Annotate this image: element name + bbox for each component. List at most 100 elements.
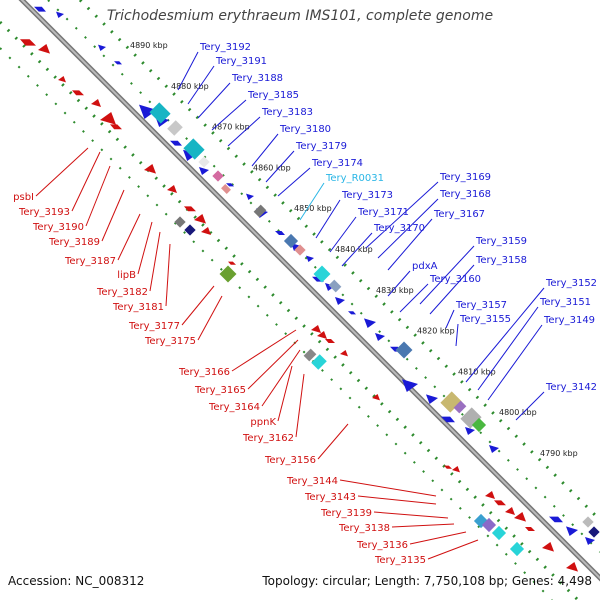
leader-line-tery-3162 bbox=[295, 373, 305, 438]
leader-line-tery-3193 bbox=[71, 151, 101, 212]
gene-label-tery-3192[interactable]: Tery_3192 bbox=[199, 42, 251, 53]
leader-line-tery-3191 bbox=[187, 65, 215, 105]
gene-label-tery-3180[interactable]: Tery_3180 bbox=[279, 124, 331, 135]
gene-label-tery-3139[interactable]: Tery_3139 bbox=[320, 508, 372, 519]
gene-label-tery-3151[interactable]: Tery_3151 bbox=[539, 297, 591, 308]
reverse-gene-glyph-13 bbox=[311, 325, 321, 333]
gene-label-tery-3173[interactable]: Tery_3173 bbox=[341, 190, 393, 201]
gene-label-tery-3136[interactable]: Tery_3136 bbox=[356, 540, 408, 551]
map-title: Trichodesmium erythraeum IMS101, complet… bbox=[106, 8, 494, 24]
leader-line-pdxa bbox=[387, 270, 411, 297]
feature-block-1 bbox=[167, 120, 183, 136]
gene-label-tery-3149[interactable]: Tery_3149 bbox=[543, 315, 595, 326]
gene-label-tery-3168[interactable]: Tery_3168 bbox=[439, 189, 491, 200]
leader-line-tery-3156 bbox=[317, 423, 349, 460]
genome-summary-text: Topology: circular; Length: 7,750,108 bp… bbox=[262, 574, 592, 588]
reverse-gene-glyph-2 bbox=[58, 76, 66, 83]
gene-label-tery-3185[interactable]: Tery_3185 bbox=[247, 90, 299, 101]
gene-label-tery-3167[interactable]: Tery_3167 bbox=[433, 209, 485, 220]
gene-label-tery-3143[interactable]: Tery_3143 bbox=[304, 492, 356, 503]
gene-label-tery-3182[interactable]: Tery_3182 bbox=[96, 287, 148, 298]
leader-line-tery-3175 bbox=[197, 295, 223, 341]
scale-mark-4830-kbp: 4830 kbp bbox=[376, 286, 414, 295]
reverse-gene-glyph-20 bbox=[485, 491, 495, 499]
feature-block-9 bbox=[313, 265, 331, 283]
leader-line-tery-3179 bbox=[265, 150, 295, 183]
gene-label-tery-3170[interactable]: Tery_3170 bbox=[373, 223, 425, 234]
forward-gene-glyph-27 bbox=[549, 516, 563, 523]
reverse-gene-glyph-23 bbox=[514, 512, 526, 522]
gene-label-tery-3162[interactable]: Tery_3162 bbox=[242, 433, 294, 444]
leader-line-tery-3155 bbox=[455, 323, 459, 347]
reverse-gene-glyph-3 bbox=[72, 90, 84, 96]
forward-gene-glyph-3 bbox=[114, 61, 122, 65]
gene-label-tery-3191[interactable]: Tery_3191 bbox=[215, 56, 267, 67]
forward-gene-glyph-28 bbox=[566, 526, 578, 536]
gene-label-tery-3188[interactable]: Tery_3188 bbox=[231, 73, 283, 84]
gene-label-tery-3166[interactable]: Tery_3166 bbox=[178, 367, 230, 378]
leader-line-tery-3188 bbox=[197, 82, 231, 119]
gene-label-tery-3175[interactable]: Tery_3175 bbox=[144, 336, 196, 347]
gene-label-lipb[interactable]: lipB bbox=[117, 270, 136, 281]
gene-label-tery-3174[interactable]: Tery_3174 bbox=[311, 158, 363, 169]
forward-gene-glyph-8 bbox=[199, 167, 209, 175]
gene-label-tery-3142[interactable]: Tery_3142 bbox=[545, 382, 597, 393]
leader-line-tery-3183 bbox=[227, 116, 261, 147]
gene-label-tery-3183[interactable]: Tery_3183 bbox=[261, 107, 313, 118]
gene-label-psbi[interactable]: psbI bbox=[13, 192, 34, 203]
gene-label-ppnk[interactable]: ppnK bbox=[250, 417, 276, 428]
leader-line-tery-3189 bbox=[101, 189, 125, 242]
feature-block-0 bbox=[149, 102, 171, 124]
gene-label-tery-3189[interactable]: Tery_3189 bbox=[48, 237, 100, 248]
scale-mark-4820-kbp: 4820 kbp bbox=[417, 327, 455, 336]
gene-label-pdxa[interactable]: pdxA bbox=[412, 261, 438, 272]
gene-label-tery-3181[interactable]: Tery_3181 bbox=[112, 302, 164, 313]
forward-gene-glyph-6 bbox=[170, 140, 182, 146]
gene-label-tery-3177[interactable]: Tery_3177 bbox=[128, 321, 180, 332]
gene-label-tery-3171[interactable]: Tery_3171 bbox=[357, 207, 409, 218]
forward-gene-glyph-16 bbox=[325, 283, 335, 291]
gene-label-tery-3193[interactable]: Tery_3193 bbox=[18, 207, 70, 218]
gene-label-tery-3165[interactable]: Tery_3165 bbox=[194, 385, 246, 396]
gene-label-tery-3156[interactable]: Tery_3156 bbox=[264, 455, 316, 466]
gene-label-tery-3158[interactable]: Tery_3158 bbox=[475, 255, 527, 266]
forward-gene-glyph-10 bbox=[246, 193, 254, 200]
reverse-gene-glyph-5 bbox=[100, 112, 116, 125]
forward-gene-glyph-4 bbox=[139, 104, 157, 119]
gene-label-tery-r0031[interactable]: Tery_R0031 bbox=[325, 173, 384, 184]
leader-line-tery-3164 bbox=[261, 349, 301, 407]
reverse-gene-glyph-4 bbox=[91, 99, 101, 107]
scale-mark-4850-kbp: 4850 kbp bbox=[294, 204, 332, 213]
gene-label-tery-3135[interactable]: Tery_3135 bbox=[374, 555, 426, 566]
forward-gene-glyph-12 bbox=[275, 231, 285, 235]
scale-mark-4870-kbp: 4870 kbp bbox=[212, 123, 250, 132]
gene-label-tery-3152[interactable]: Tery_3152 bbox=[545, 278, 597, 289]
leader-line-tery-3135 bbox=[427, 539, 479, 560]
feature-block-2 bbox=[183, 138, 205, 160]
forward-gene-glyph-24 bbox=[441, 416, 455, 423]
leader-line-tery-3185 bbox=[211, 99, 247, 131]
leader-line-tery-3160 bbox=[399, 283, 429, 313]
reverse-gene-glyph-24 bbox=[525, 527, 535, 531]
gene-label-tery-3155[interactable]: Tery_3155 bbox=[459, 314, 511, 325]
feature-block-15 bbox=[471, 417, 487, 433]
gene-label-tery-3144[interactable]: Tery_3144 bbox=[286, 476, 338, 487]
feature-block-7 bbox=[283, 233, 299, 249]
leader-line-tery-3158 bbox=[429, 264, 475, 315]
gene-label-tery-3160[interactable]: Tery_3160 bbox=[429, 274, 481, 285]
gene-label-tery-3138[interactable]: Tery_3138 bbox=[338, 523, 390, 534]
gene-label-tery-3190[interactable]: Tery_3190 bbox=[32, 222, 84, 233]
gene-label-tery-3164[interactable]: Tery_3164 bbox=[208, 402, 260, 413]
forward-gene-glyph-0 bbox=[34, 6, 46, 12]
gene-label-tery-3159[interactable]: Tery_3159 bbox=[475, 236, 527, 247]
reverse-gene-glyph-14 bbox=[317, 331, 327, 339]
gene-label-tery-3169[interactable]: Tery_3169 bbox=[439, 172, 491, 183]
gene-label-tery-3187[interactable]: Tery_3187 bbox=[64, 256, 116, 267]
gene-label-tery-3179[interactable]: Tery_3179 bbox=[295, 141, 347, 152]
gene-label-tery-3157[interactable]: Tery_3157 bbox=[455, 300, 507, 311]
feature-block-17 bbox=[481, 517, 497, 533]
feature-block-22 bbox=[184, 224, 196, 236]
reverse-gene-glyph-15 bbox=[325, 339, 335, 343]
